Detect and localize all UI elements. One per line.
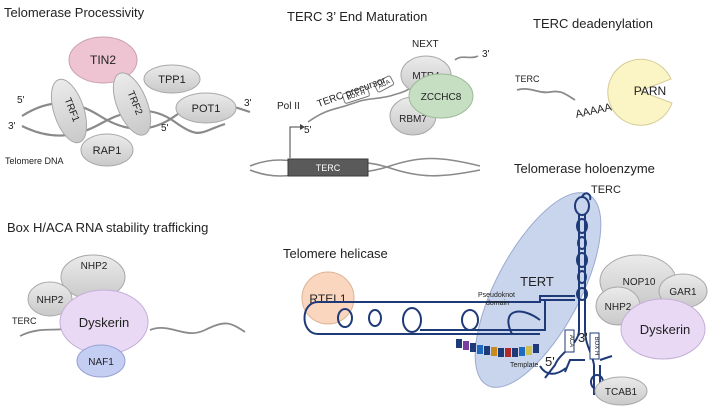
five-prime-mid-label: 5' [161,123,169,134]
tpp1-protein [143,64,201,94]
template-beads [456,339,539,357]
trf2-protein [112,72,152,136]
template-bead [463,341,469,350]
precursor-tail [454,55,479,61]
terc-rna-scaffold [303,192,613,395]
terc-precursor-label: TERC precursor [316,75,388,110]
zcchc8-protein [408,73,474,119]
pseudoknot-label: Pseudoknot [478,292,515,299]
processivity-title: Telomerase Processivity [4,5,145,20]
panel-terc-maturation: TERC 3’ End Maturation TERC Pol II 5' BO… [249,9,490,177]
template-bead [512,348,518,357]
box-h-element [342,86,370,104]
tpp1-label: TPP1 [158,74,186,86]
holo-aca-box [564,329,575,353]
pol2-label: Pol II [277,101,300,112]
tert-label: TERT [520,274,554,289]
trf1-protein [50,78,88,144]
holo-dyskerin-protein [620,298,706,360]
template-bead [526,346,532,355]
dyskerin-label: Dyskerin [79,315,130,330]
holo-aca-label: ACA [568,335,574,347]
maturation-three-prime-label: 3' [482,49,490,60]
aca-label: ACA [378,79,392,90]
pseudoknot-domain-label: domain [486,300,509,307]
terc-gene-box [287,158,369,177]
template-bead [456,339,462,348]
naf1-protein [76,344,126,378]
stability-terc-rna-right [149,322,246,335]
nop10-label: NOP10 [623,277,656,288]
nhp2-left-protein [27,281,73,317]
polya-tail-label: AAAAA [574,101,613,121]
panel-terc-deadenylation: TERC deadenylation TERC AAAAA PARN [515,16,673,126]
nhp2-top-label: NHP2 [81,261,108,272]
holoenzyme-terc-label: TERC [591,184,621,196]
holo-nhp2-label: NHP2 [605,302,632,313]
telomere-dna-label: Telomere DNA [5,156,64,166]
template-bead [519,347,525,356]
template-label: Template [510,362,539,369]
three-prime-right-label: 3' [244,98,252,109]
template-bead [484,346,490,355]
holo-five-prime-label: 5' [545,354,555,369]
box-h-label: BOX H [347,90,367,101]
stability-title: Box H/ACA RNA stability trafficking [7,220,208,235]
gar1-label: GAR1 [669,287,697,298]
tcab1-protein [594,376,648,406]
template-bead [505,348,511,357]
transcription-arrow-head [300,124,305,130]
template-bead [470,343,476,352]
rap1-protein [80,133,134,167]
pot1-label: POT1 [192,103,221,115]
template-bead [533,344,539,353]
rbm7-label: RBM7 [399,114,427,125]
transcription-start-arrow [289,126,300,158]
tin2-label: TIN2 [90,53,116,67]
aca-element [373,75,395,93]
holoenzyme-title: Telomerase holoenzyme [514,161,655,176]
holo-three-prime-label: 3' [578,330,588,345]
template-bead [491,347,497,356]
holo-box-h-label: BOX H [593,337,599,356]
parn-label: PARN [634,84,666,98]
nhp2-left-label: NHP2 [37,295,64,306]
tin2-protein [68,36,138,84]
panel-telomerase-processivity: Telomerase Processivity TIN2 TPP1 TRF1 T… [4,5,252,167]
rtel1-label: RTEL1 [309,292,346,306]
three-prime-left-label: 3' [8,121,16,132]
panel-stability-trafficking: Box H/ACA RNA stability trafficking TERC… [7,220,246,378]
tcab1-label: TCAB1 [605,387,638,398]
terc-rna-strand [516,88,576,101]
rap1-label: RAP1 [93,145,122,157]
helicase-title: Telomere helicase [283,246,388,261]
holo-box-h-box [589,332,600,360]
deadenylation-title: TERC deadenylation [533,16,653,31]
template-bead [498,348,504,357]
next-complex-label: NEXT [412,39,439,50]
maturation-title: TERC 3’ End Maturation [287,9,427,24]
deadenylation-terc-label: TERC [515,74,540,84]
five-prime-top-label: 5' [17,95,25,106]
terc-gene-label: TERC [316,163,341,173]
holo-dyskerin-label: Dyskerin [640,322,691,337]
parn-pacman [607,58,673,126]
pot1-protein [175,92,237,124]
zcchc8-label: ZCCHC8 [421,92,462,103]
template-bead [477,345,483,354]
stability-terc-label: TERC [12,316,37,326]
panel-telomerase-holoenzyme: Telomerase holoenzyme TERT [303,161,708,406]
precursor-five-prime-label: 5' [304,125,312,136]
naf1-label: NAF1 [88,357,114,368]
